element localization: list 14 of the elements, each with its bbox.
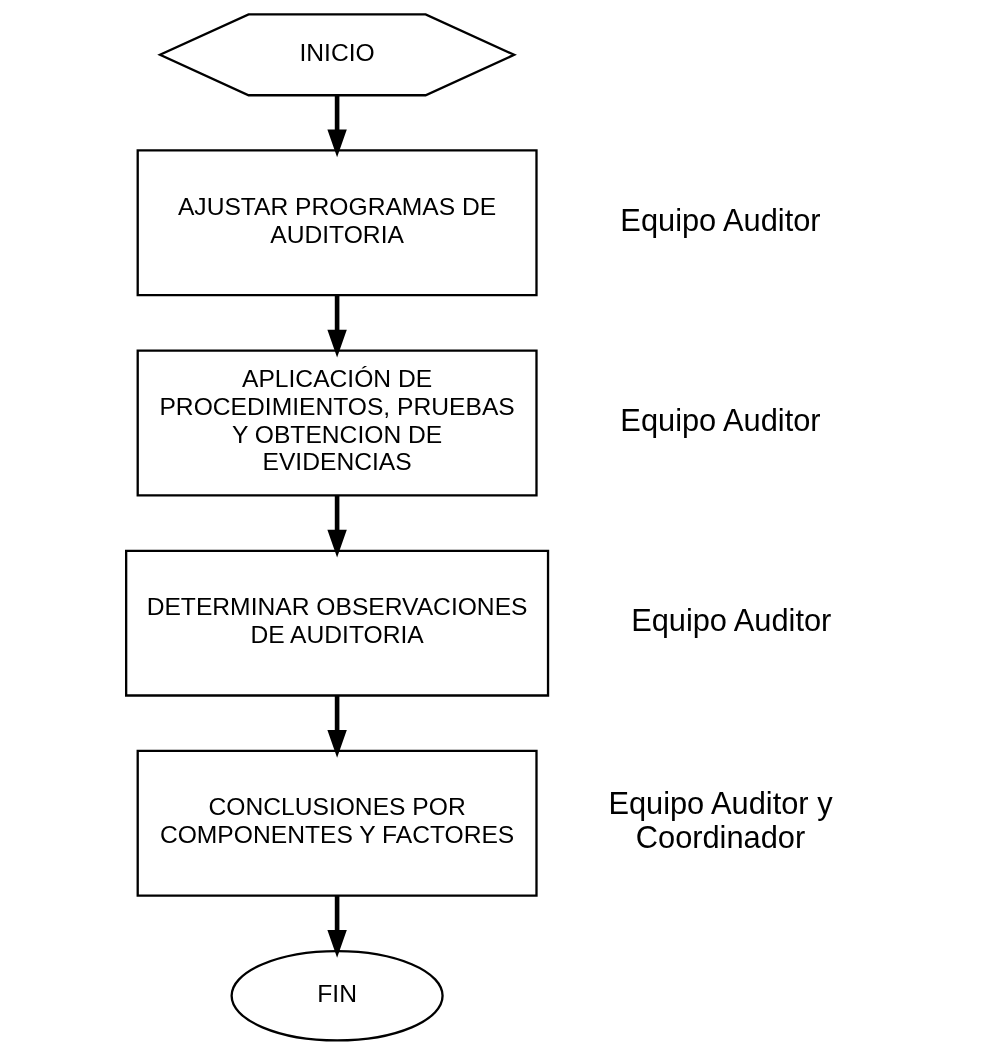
arrow bbox=[326, 695, 347, 758]
node-box: DETERMINAR OBSERVACIONES DE AUDITORIA bbox=[124, 549, 549, 697]
arrow bbox=[326, 295, 347, 358]
node-label: Equipo Auditor y Coordinador bbox=[607, 786, 833, 855]
node-ellipse: FIN bbox=[229, 949, 444, 1042]
node-box: CONCLUSIONES POR COMPONENTES Y FACTORES bbox=[136, 749, 538, 897]
node-label: Equipo Auditor bbox=[619, 202, 821, 238]
arrow bbox=[326, 895, 347, 958]
node-label: Equipo Auditor bbox=[619, 402, 821, 438]
node-box: AJUSTAR PROGRAMAS DE AUDITORIA bbox=[136, 149, 538, 297]
arrow bbox=[326, 95, 347, 158]
arrow bbox=[326, 495, 347, 558]
node-label: Equipo Auditor bbox=[630, 602, 831, 638]
node-box: APLICACIÓN DE PROCEDIMIENTOS, PRUEBAS Y OBTENCION DE EVIDENCIAS bbox=[136, 349, 538, 497]
